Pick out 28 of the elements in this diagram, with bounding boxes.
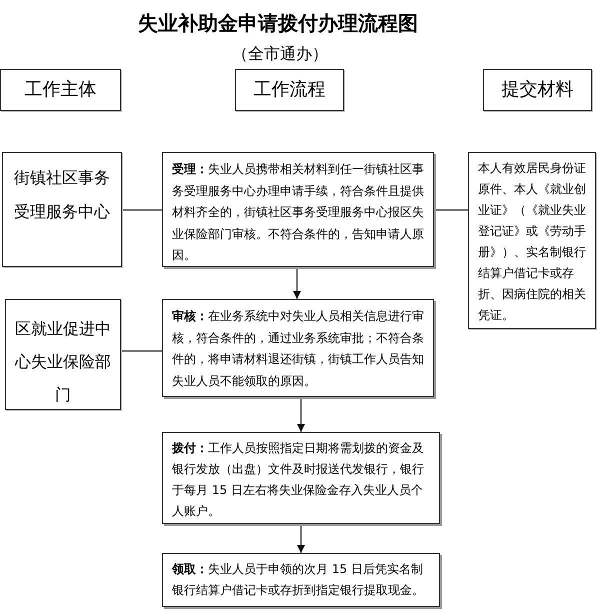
- arrow: [293, 267, 301, 299]
- step-description: 拨付：工作人员按照指定日期将需划拨的资金及银行发放（出盘）文件及时报送代发银行，银行于每月 15 日左右将失业保险金存入失业人员个人账户。: [172, 440, 425, 520]
- process-step-box: [162, 299, 434, 397]
- column-header-text: 工作流程: [254, 79, 326, 101]
- connector-line: [121, 350, 162, 352]
- column-header-text: 工作主体: [24, 79, 96, 101]
- agency-box: [5, 299, 121, 410]
- process-step-box: [162, 432, 440, 524]
- connector-line: [434, 209, 468, 211]
- process-step-box: [162, 553, 440, 607]
- column-header-text: 提交材料: [502, 79, 574, 101]
- step-description: 审核：在业务系统中对失业人员相关信息进行审核，符合条件的，通过业务系统审批；不符合条件的，将申请材料退还街镇，街镇工作人员告知失业人员不能领取的原因。: [172, 308, 424, 390]
- arrow: [297, 397, 305, 432]
- arrow: [297, 524, 305, 553]
- agency-name: 区就业促进中心失业保险部门: [14, 318, 112, 406]
- column-header-box: [0, 69, 121, 111]
- connector-line: [122, 209, 162, 211]
- diagram-title: 失业补助金申请拨付办理流程图: [137, 10, 419, 36]
- step-description: 受理：失业人员携带相关材料到任一街镇社区事务受理服务中心办理申请手续，符合条件且提供材料齐全的，街镇社区事务受理服务中心报区失业保险部门审核。不符合条件的，告知申请人原因。: [172, 161, 424, 264]
- column-header-box: [483, 69, 592, 111]
- subtitle: （全市通办）: [231, 44, 329, 64]
- agency-box: [2, 152, 122, 267]
- column-header-box: [235, 69, 344, 111]
- agency-name: 街镇社区事务受理服务中心: [13, 167, 111, 223]
- process-step-box: [162, 152, 434, 267]
- step-description: 领取：失业人员于申领的次月 15 日后凭实名制银行结算户借记卡或存折到指定银行提取现金。: [172, 561, 425, 599]
- materials-box: [468, 152, 596, 329]
- materials-list: 本人有效居民身份证原件、本人《就业创业证》（《就业失业登记证》或《劳动手册》）、实名制银行结算户借记卡或存折、因病住院的相关凭证。: [478, 158, 586, 326]
